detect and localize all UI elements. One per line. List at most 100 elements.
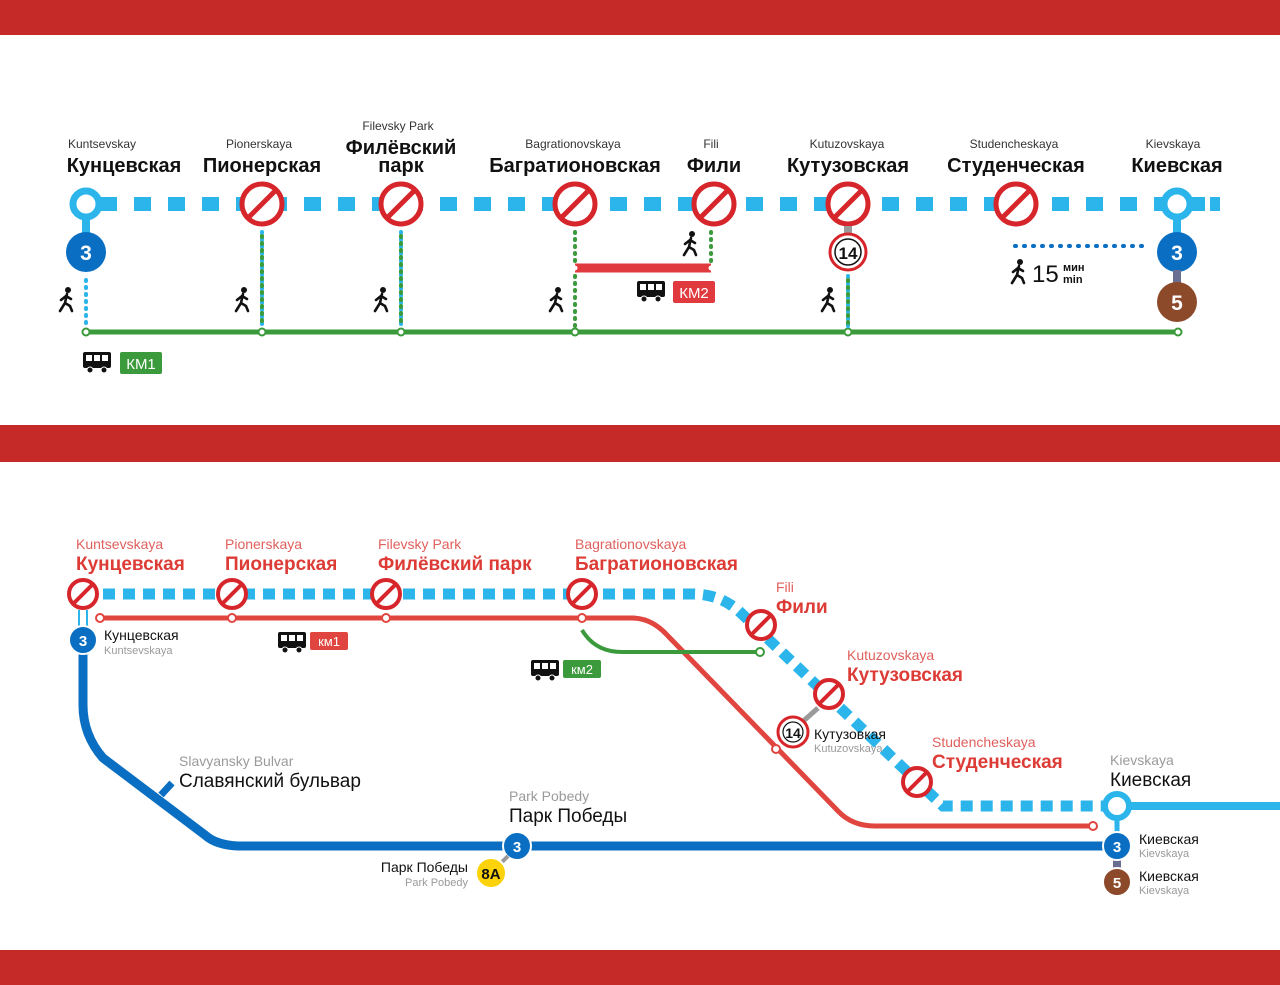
station-en: Park Pobedy	[509, 788, 589, 804]
station-ru: Пионерская	[225, 554, 337, 575]
pedestrian-icon	[373, 285, 389, 313]
line8a-badge-label: 8А	[481, 866, 500, 883]
station-ru: Пионерская	[203, 155, 321, 177]
station-en: Fili	[776, 579, 794, 595]
park-pobedy-8a-en: Park Pobedy	[405, 877, 468, 889]
kutuzovskaya-mcc-en: Kutuzovskaya	[814, 743, 883, 755]
mcc-badge-label: 14	[785, 725, 801, 741]
kutuzovskaya-mcc-ru: Кутузовкая	[814, 726, 886, 742]
station-ru: Киевская	[1131, 155, 1222, 177]
station-en: Bagrationovskaya	[525, 137, 621, 151]
bus-km2-badge	[563, 660, 601, 678]
station-en: Studencheskaya	[932, 734, 1036, 750]
station-en: Filevsky Park	[362, 119, 434, 133]
line8a-badge	[475, 857, 507, 889]
pedestrian-icon	[820, 285, 836, 313]
station-en: Kievskaya	[1110, 752, 1174, 768]
station-en: Studencheskaya	[970, 137, 1059, 151]
station-en: Bagrationovskaya	[575, 536, 687, 552]
park-pobedy-8a-ru: Парк Победы	[381, 859, 468, 875]
station-ru: парк	[378, 155, 424, 177]
no-entry-icon	[901, 766, 933, 798]
kievskaya-l5-en: Kievskaya	[1139, 885, 1190, 897]
no-entry-icon	[381, 184, 421, 224]
bus-km1-badge	[120, 352, 162, 374]
station-ru: Кутузовская	[787, 155, 909, 177]
station-en: Kutuzovskaya	[847, 647, 934, 663]
station-ru: Студенческая	[932, 752, 1063, 773]
station-en: Pionerskaya	[226, 137, 292, 151]
bus-icon	[277, 631, 307, 654]
bus-km2-badge	[673, 281, 715, 303]
bus-km2-label: км2	[571, 662, 593, 677]
line5-badge-label: 5	[1113, 875, 1121, 892]
station-ru: Парк Победы	[509, 806, 627, 827]
no-entry-icon	[67, 578, 99, 610]
bus-icon	[530, 659, 560, 682]
no-entry-icon	[813, 678, 845, 710]
station-ru: Кунцевская	[76, 554, 185, 575]
no-entry-icon	[745, 609, 777, 641]
line3-badge	[1157, 232, 1197, 272]
line3-badge	[66, 232, 106, 272]
station-ru: Славянский бульвар	[179, 771, 361, 792]
mcc-badge-label: 14	[839, 244, 858, 263]
pedestrian-icon	[58, 285, 74, 313]
kuntsevskaya-l3-en: Kuntsevskaya	[104, 645, 173, 657]
bus-icon	[636, 280, 666, 303]
pedestrian-icon	[1010, 257, 1026, 285]
bottom-band	[0, 950, 1280, 985]
line3-badge-label: 3	[1113, 839, 1121, 856]
pedestrian-icon	[682, 229, 698, 257]
line3-track	[78, 640, 1117, 851]
no-entry-icon	[828, 184, 868, 224]
line3-badge-label: 3	[79, 633, 87, 650]
line3-track-tick	[158, 780, 175, 798]
line3-badge	[68, 625, 98, 655]
station-en: Kuntsevskay	[68, 137, 136, 151]
line5-badge	[1102, 867, 1132, 897]
bus-km1-label: КМ1	[126, 356, 156, 373]
station-ru: Кутузовская	[847, 665, 963, 686]
pedestrian-icon	[234, 285, 250, 313]
line3-badge-label: 3	[80, 242, 92, 265]
station-en: Kutuzovskaya	[810, 137, 885, 151]
kievskaya-l3-en: Kievskaya	[1139, 848, 1190, 860]
line5-badge	[1157, 282, 1197, 322]
kievskaya-l3-ru: Киевская	[1139, 831, 1199, 847]
bus-route-km1	[100, 615, 1093, 829]
station-ru: Фили	[776, 597, 828, 618]
station-ru: Студенческая	[947, 155, 1085, 177]
station-ru: Филёвский	[346, 137, 457, 159]
line5-badge-label: 5	[1171, 292, 1183, 315]
line3-badge-label: 3	[513, 839, 521, 856]
line3-badge	[502, 831, 532, 861]
kievskaya-interchange	[1160, 187, 1194, 221]
station-en: Pionerskaya	[225, 536, 302, 552]
bus-icon	[82, 351, 112, 374]
bus-km1-label: км1	[318, 634, 340, 649]
station-ru: Киевская	[1110, 770, 1191, 791]
kievskaya-l5-ru: Киевская	[1139, 868, 1199, 884]
station-ru: Филёвский парк	[378, 554, 532, 575]
walk-unit-ru: мин	[1063, 262, 1085, 274]
no-entry-icon	[566, 578, 598, 610]
station-ru: Кунцевская	[67, 155, 182, 177]
pedestrian-icon	[548, 285, 564, 313]
station-ru: Фили	[687, 155, 741, 177]
no-entry-icon	[996, 184, 1036, 224]
no-entry-icon	[694, 184, 734, 224]
station-en: Kuntsevskaya	[76, 536, 163, 552]
no-entry-icon	[555, 184, 595, 224]
station-en: Fili	[703, 137, 718, 151]
top-band	[0, 0, 1280, 35]
no-entry-icon	[242, 184, 282, 224]
station-ru: Багратионовская	[575, 554, 738, 575]
no-entry-icon	[370, 578, 402, 610]
line3-badge	[1102, 831, 1132, 861]
bus-route-km2	[580, 628, 760, 654]
line3-badge-label: 3	[1171, 242, 1183, 265]
kuntsevskaya-l3-ru: Кунцевская	[104, 627, 179, 643]
closed-line-4	[83, 588, 1105, 812]
